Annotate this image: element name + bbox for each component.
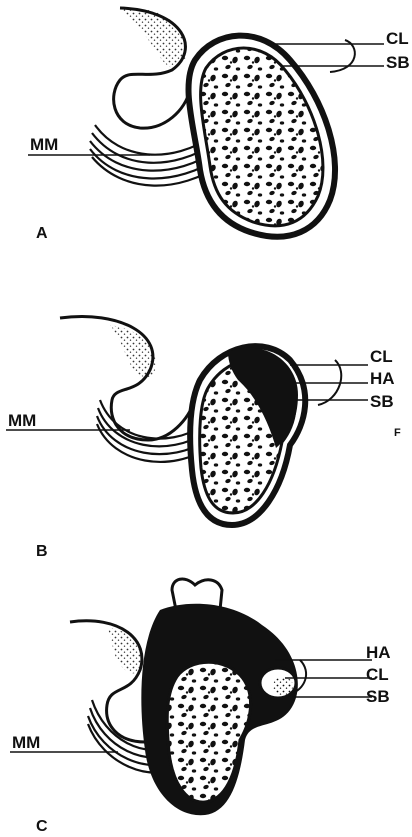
- panel-a-gingiva: [120, 8, 186, 69]
- panel-c-mucosa-outline: [70, 621, 145, 742]
- panel-a: CL SB MM A: [28, 8, 410, 242]
- panel-c: HA CL SB MM C: [10, 579, 391, 835]
- panel-b-label-ha: HA: [370, 369, 395, 388]
- panel-b-label-cl: CL: [370, 347, 393, 366]
- panel-a-label-sb: SB: [386, 53, 410, 72]
- panel-c-gingiva: [108, 628, 141, 673]
- panel-b-label-mm: MM: [8, 411, 36, 430]
- panel-c-label-cl: CL: [366, 665, 389, 684]
- panel-c-label: C: [36, 818, 48, 835]
- panel-b-label-sb: SB: [370, 392, 394, 411]
- panel-b-label: B: [36, 543, 48, 560]
- panel-c-label-ha: HA: [366, 643, 391, 662]
- panel-c-bone: [167, 662, 250, 802]
- panel-a-hook: [330, 40, 355, 72]
- panel-c-label-mm: MM: [12, 733, 40, 752]
- panel-a-label: A: [36, 225, 48, 242]
- panel-c-inner-layer-shade: [273, 677, 293, 695]
- panel-a-label-cl: CL: [386, 29, 409, 48]
- panel-c-label-sb: SB: [366, 687, 390, 706]
- panel-b: CL HA SB MM F B: [6, 317, 401, 560]
- panel-a-label-mm: MM: [30, 135, 58, 154]
- panel-b-stray-mark: F: [394, 427, 401, 439]
